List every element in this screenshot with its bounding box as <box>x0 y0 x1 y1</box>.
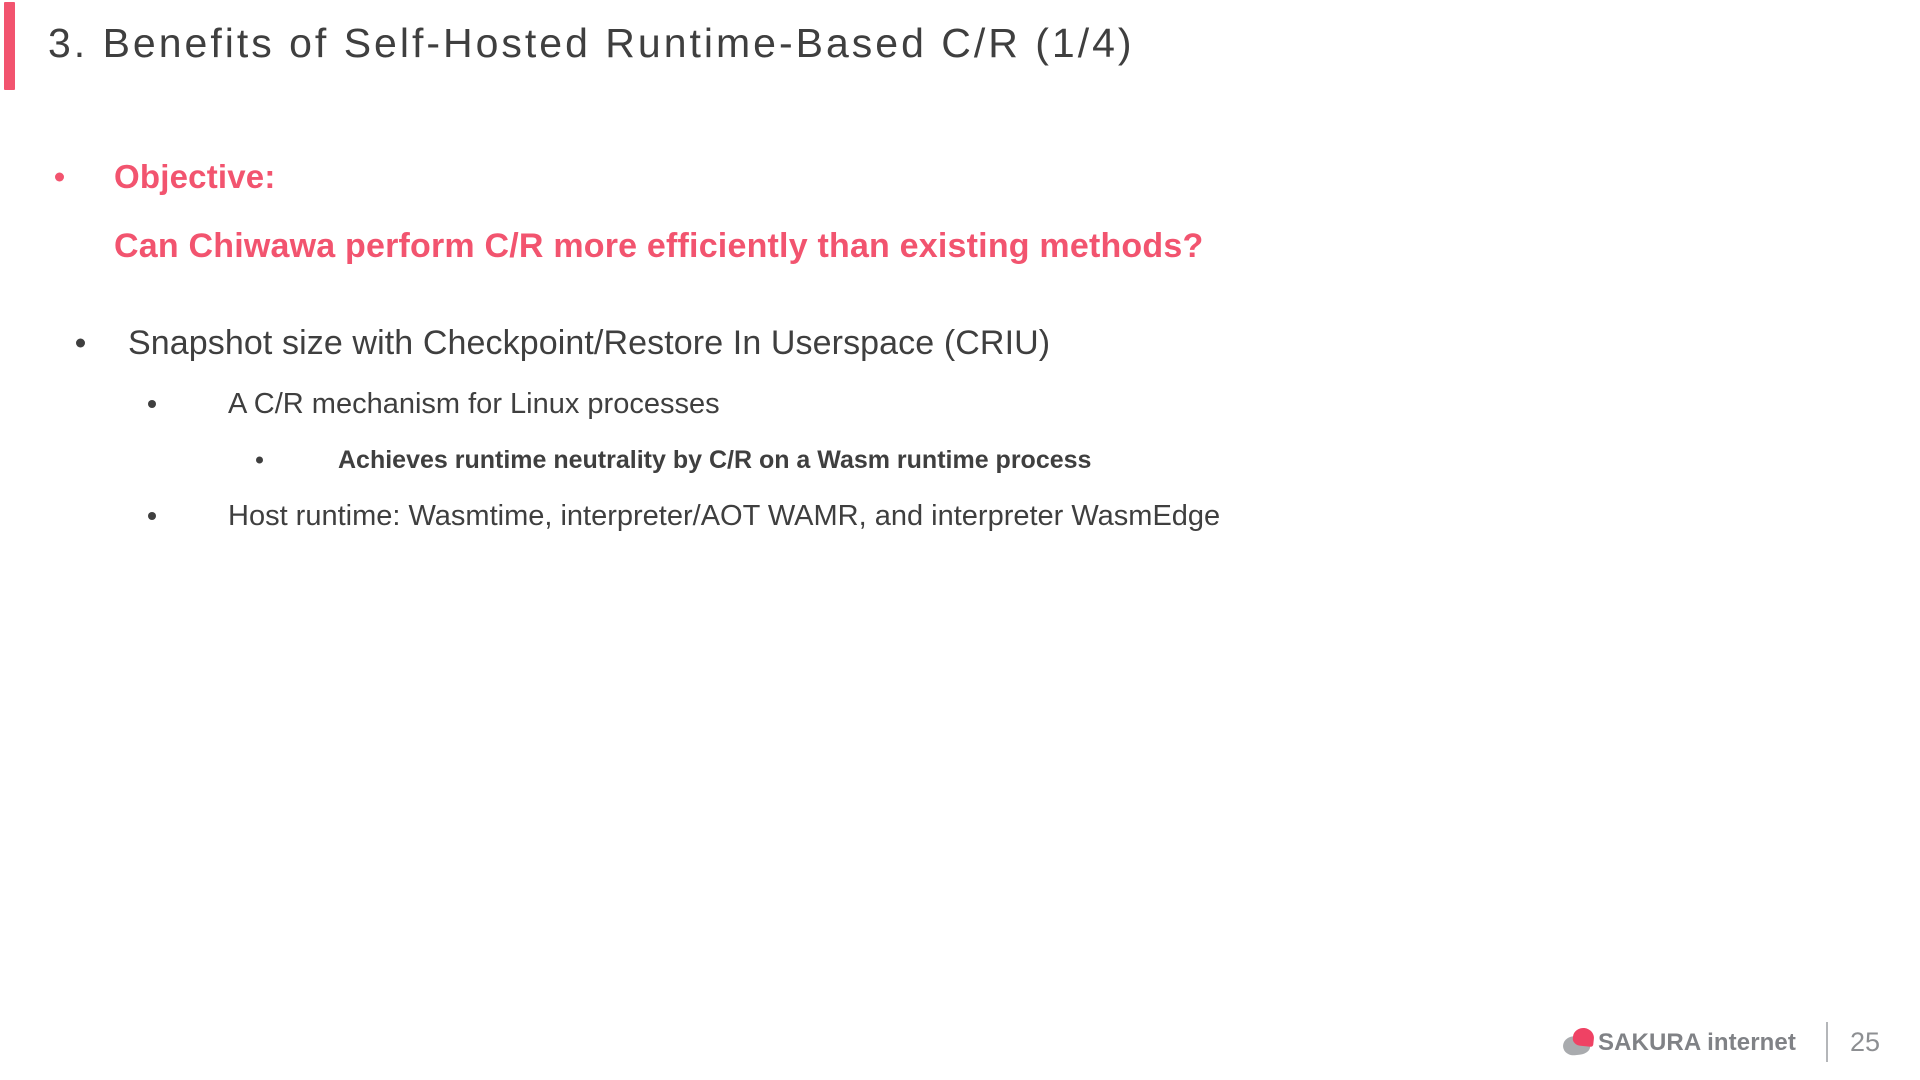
bullet-icon <box>148 400 156 408</box>
title-accent-bar <box>4 2 15 90</box>
bullet-level3-runtime-neutrality: Achieves runtime neutrality by C/R on a … <box>0 432 1920 488</box>
page-title: 3. Benefits of Self-Hosted Runtime-Based… <box>48 20 1135 66</box>
bullet-text: A C/R mechanism for Linux processes <box>228 388 720 420</box>
objective-label: Objective: <box>114 158 276 195</box>
bullet-level2-host-runtime: Host runtime: Wasmtime, interpreter/AOT … <box>0 488 1920 544</box>
bullet-text: Snapshot size with Checkpoint/Restore In… <box>128 324 1051 362</box>
sakura-blossom-icon <box>1562 1026 1595 1057</box>
slide-footer: SAKURA internet 25 <box>1562 1022 1880 1062</box>
bullet-text: Host runtime: Wasmtime, interpreter/AOT … <box>228 500 1221 532</box>
page-number: 25 <box>1849 1026 1880 1057</box>
bullet-level1-snapshot-size: Snapshot size with Checkpoint/Restore In… <box>0 310 1920 376</box>
bullet-level2-criu-mechanism: A C/R mechanism for Linux processes <box>0 376 1920 432</box>
bullet-icon <box>148 512 156 520</box>
objective-heading-row: Objective: <box>0 146 1920 208</box>
bullet-icon <box>55 172 64 182</box>
sakura-internet-logo: SAKURA internet <box>1562 1026 1796 1057</box>
objective-question: Can Chiwawa perform C/R more efficiently… <box>114 227 1204 265</box>
logo-wordmark: SAKURA internet <box>1598 1029 1796 1056</box>
bullet-icon <box>76 338 85 348</box>
footer-divider <box>1825 1022 1828 1062</box>
bullet-icon <box>256 456 263 464</box>
slide-body: Objective: Can Chiwawa perform C/R more … <box>0 146 1920 544</box>
bullet-text: Achieves runtime neutrality by C/R on a … <box>338 446 1092 474</box>
logo-petal-shape <box>1572 1026 1595 1048</box>
objective-question-row: Can Chiwawa perform C/R more efficiently… <box>0 208 1920 284</box>
